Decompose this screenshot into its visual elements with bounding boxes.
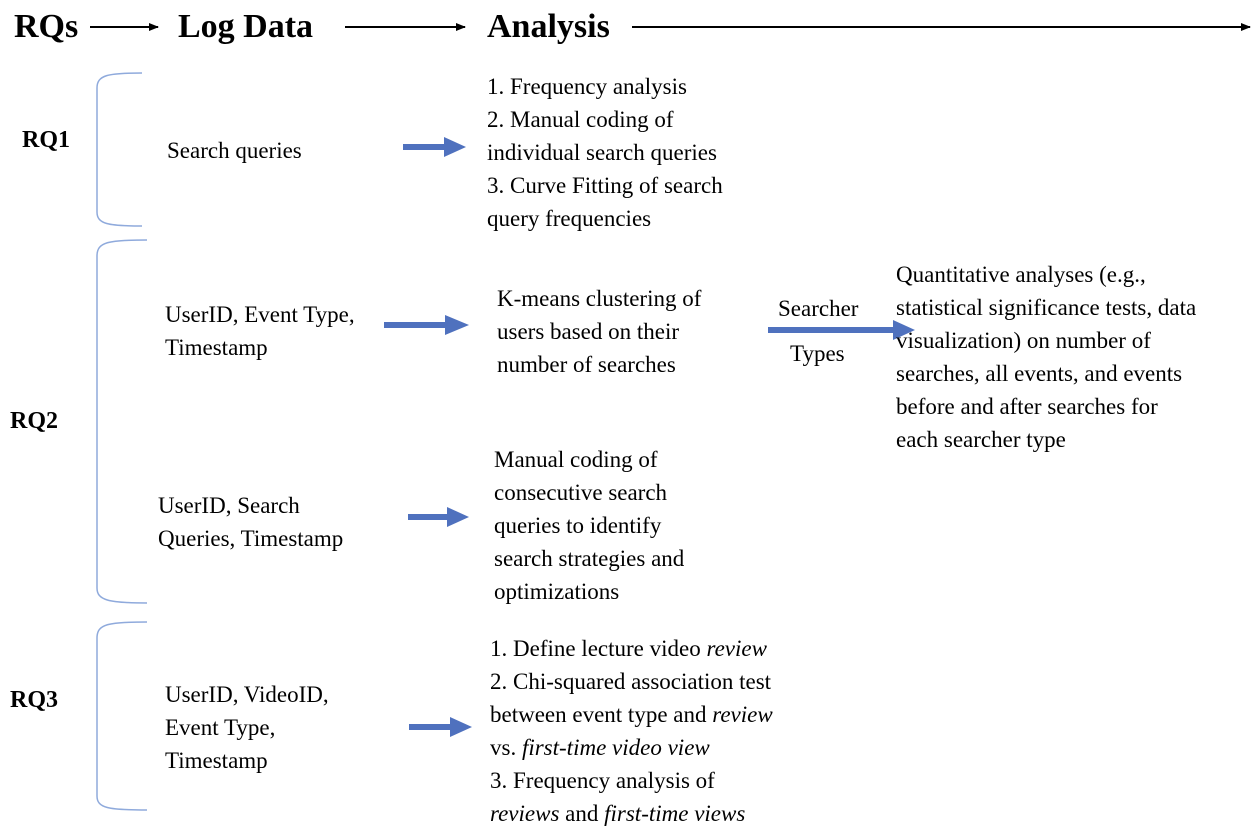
rq3-analysis-line-3: between event type and review	[490, 698, 773, 731]
rq3-log-line: Timestamp	[165, 748, 268, 773]
rq2b-analysis: Manual coding of consecutive search quer…	[494, 443, 684, 608]
text-span: 1. Define lecture video	[490, 636, 707, 661]
italic-span: review	[706, 636, 767, 661]
rq3-analysis-line-5: 3. Frequency analysis of	[490, 768, 715, 793]
rq3-analysis-line-4: vs. first-time video view	[490, 731, 773, 764]
arrow-rq1	[403, 137, 466, 157]
rq2b-log-line: UserID, Search	[158, 493, 300, 518]
text-span: vs.	[490, 735, 522, 760]
rq2a-log-line: Timestamp	[165, 335, 268, 360]
rq1-analysis-line: 2. Manual coding of	[487, 107, 674, 132]
rq3-analysis-line-2: 2. Chi-squared association test	[490, 669, 772, 694]
rq2-label: RQ2	[10, 408, 58, 434]
rq2a-analysis-line: users based on their	[497, 319, 680, 344]
italic-span: reviews	[490, 801, 560, 826]
rq2-quantitative-analyses: Quantitative analyses (e.g., statistical…	[896, 258, 1196, 456]
italic-span: first-time video view	[521, 735, 710, 760]
rq3-log-line: UserID, VideoID,	[165, 682, 329, 707]
rq2a-analysis-line: K-means clustering of	[497, 286, 702, 311]
bracket-rq1	[96, 72, 143, 227]
rq3-log-data: UserID, VideoID, Event Type, Timestamp	[165, 678, 329, 777]
rq2a-analysis-line: number of searches	[497, 352, 676, 377]
rq1-log-line: Search queries	[167, 138, 302, 163]
rq2-quant-line: statistical significance tests, data	[896, 295, 1197, 320]
text-span: and	[559, 801, 605, 826]
searcher-types-label-top: Searcher	[778, 296, 859, 321]
arrow-rq2a	[384, 315, 469, 335]
rq2-quant-line: each searcher type	[896, 427, 1066, 452]
rq3-analysis: 1. Define lecture video review 2. Chi-sq…	[490, 632, 773, 830]
rq2-quant-line: visualization) on number of	[896, 328, 1151, 353]
rq2b-analysis-line: consecutive search	[494, 480, 668, 505]
rq3-analysis-line-1: 1. Define lecture video review	[490, 632, 773, 665]
rq1-analysis-line: individual search queries	[487, 140, 717, 165]
rq2b-analysis-line: search strategies and	[494, 546, 685, 571]
rq2a-log-line: UserID, Event Type,	[165, 302, 355, 327]
rq3-label: RQ3	[10, 687, 58, 713]
arrow-rq2b	[408, 507, 469, 527]
rq2-quant-line: before and after searches for	[896, 394, 1158, 419]
text-span: between event type and	[490, 702, 713, 727]
header-analysis: Analysis	[487, 8, 610, 45]
bracket-rq3	[96, 621, 148, 811]
header-log-data: Log Data	[178, 8, 314, 45]
arrow-searcher-types	[768, 320, 915, 340]
rq2b-analysis-line: optimizations	[494, 579, 620, 604]
searcher-types-label-bottom: Types	[790, 341, 845, 366]
rq1-analysis: 1. Frequency analysis 2. Manual coding o…	[487, 70, 723, 235]
arrow-rq3	[409, 717, 472, 737]
rq2b-analysis-line: Manual coding of	[494, 447, 658, 472]
rq2-quant-line: Quantitative analyses (e.g.,	[896, 262, 1146, 287]
header-rqs: RQs	[14, 8, 79, 45]
rq1-analysis-line: query frequencies	[487, 206, 652, 231]
rq3-analysis-line-6: reviews and first-time views	[490, 797, 773, 830]
bracket-rq2	[96, 239, 148, 604]
rq2b-log-line: Queries, Timestamp	[158, 526, 344, 551]
rq2a-log-data: UserID, Event Type, Timestamp	[165, 298, 355, 364]
italic-span: review	[712, 702, 773, 727]
rq1-analysis-line: 3. Curve Fitting of search	[487, 173, 723, 198]
rq2a-analysis: K-means clustering of users based on the…	[497, 282, 701, 381]
rq2b-log-data: UserID, Search Queries, Timestamp	[158, 489, 343, 555]
italic-span: first-time views	[604, 801, 746, 826]
rq3-log-line: Event Type,	[165, 715, 276, 740]
rq1-analysis-line: 1. Frequency analysis	[487, 74, 687, 99]
rq2-quant-line: searches, all events, and events	[896, 361, 1183, 386]
rq2b-analysis-line: queries to identify	[494, 513, 662, 538]
rq1-label: RQ1	[22, 127, 70, 153]
rq1-log-data: Search queries	[167, 134, 302, 167]
